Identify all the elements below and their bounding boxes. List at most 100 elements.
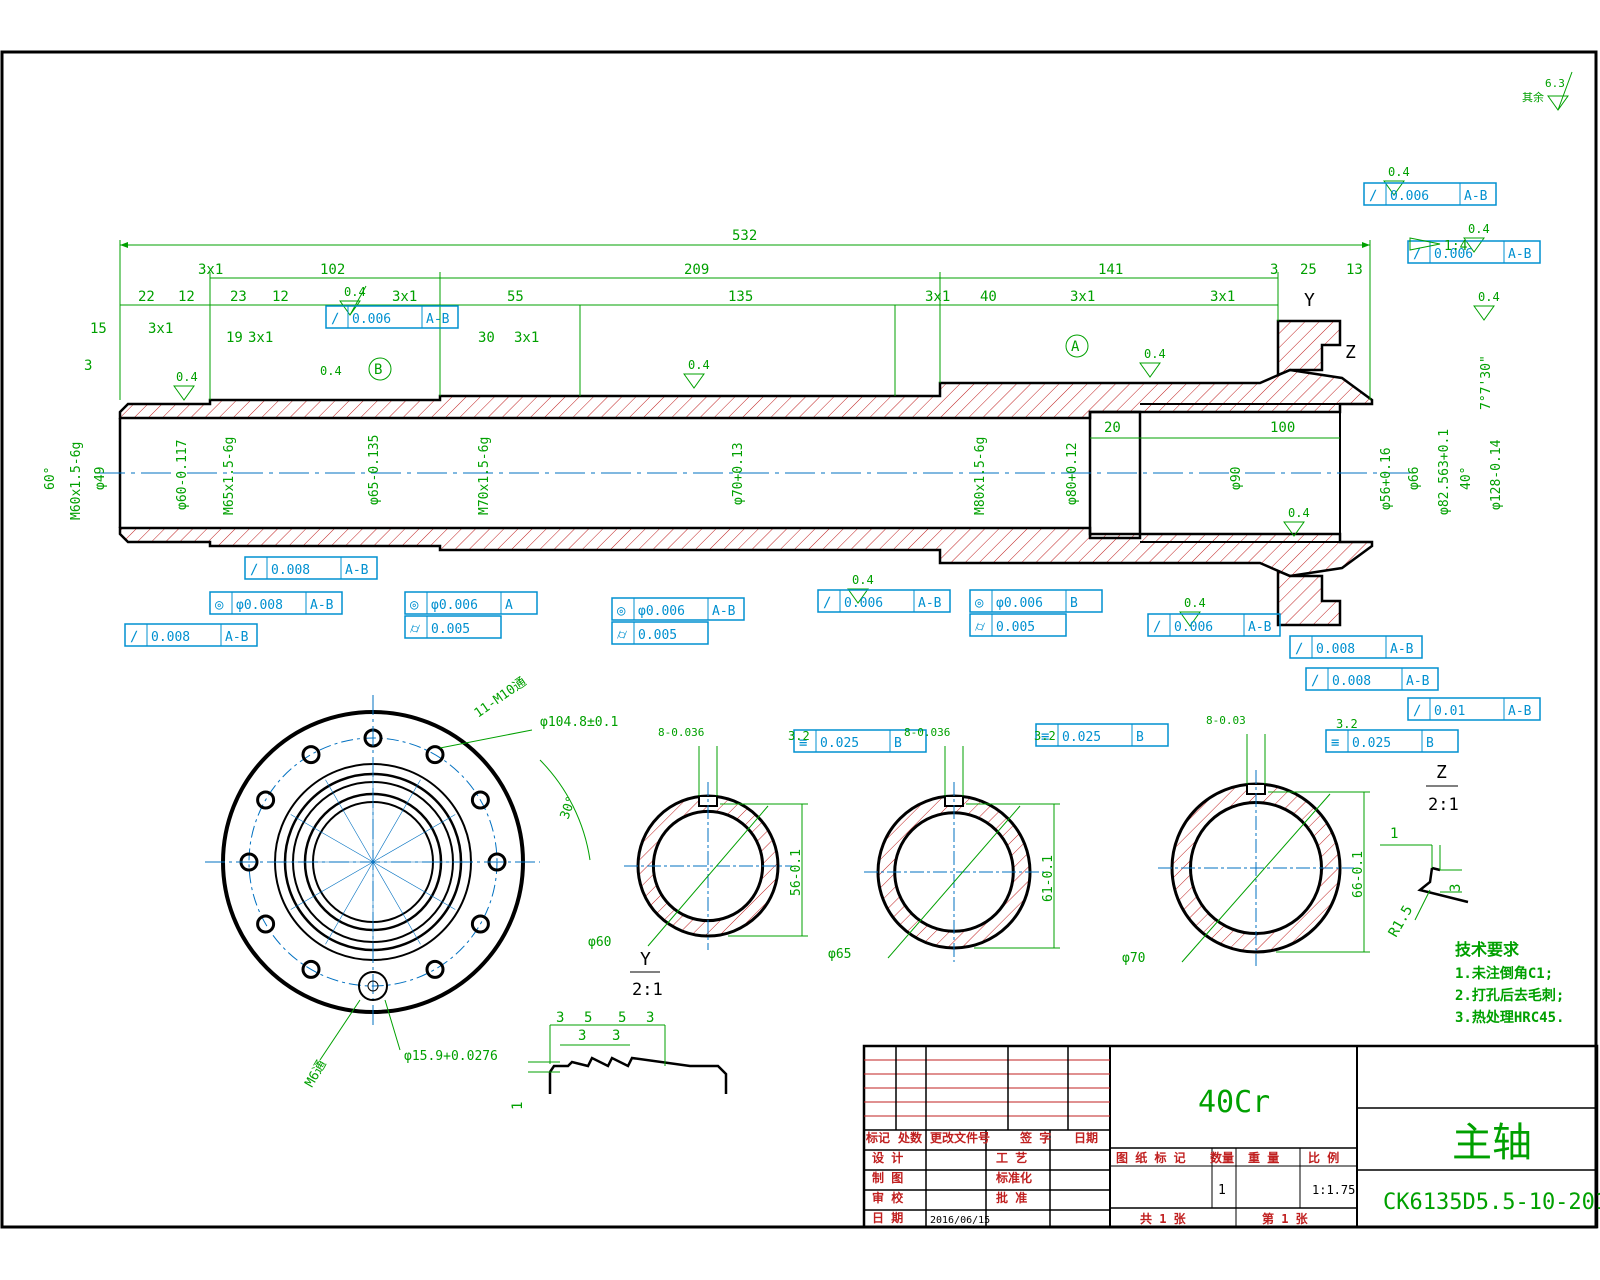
tb-scale-val: 1:1.75 xyxy=(1312,1183,1355,1197)
dim-141: 141 xyxy=(1098,262,1123,278)
tol-datum: B xyxy=(1426,736,1434,751)
dim-d56: φ56+0.16 xyxy=(1379,447,1394,510)
tb-review: 审 校 xyxy=(872,1190,904,1205)
tol-value: 0.008 xyxy=(1332,674,1371,689)
tol-datum: A-B xyxy=(712,604,736,619)
section-dia: φ65 xyxy=(828,947,851,962)
tol-datum: A-B xyxy=(1464,189,1488,204)
dim-102: 102 xyxy=(320,262,345,278)
detail-y: Y 2:1 3 5 5 3 3 3 1 xyxy=(510,949,728,1110)
tol-datum: A-B xyxy=(1406,674,1430,689)
tb-design: 设 计 xyxy=(872,1150,903,1165)
ra-5: 0.4 xyxy=(1144,347,1166,361)
ra-6: 0.4 xyxy=(1288,506,1310,520)
section-roughness: 3.2 xyxy=(788,729,810,743)
dim-a60: 60° xyxy=(43,467,58,490)
end-view: 11-M10通 φ104.8±0.1 30° M6通 φ15.9+0.027 6 xyxy=(205,675,618,1090)
tol-symbol: ∕ xyxy=(823,595,831,611)
tech-item-3: 3.热处理HRC45. xyxy=(1455,1009,1564,1026)
tb-h-mark: 标记 xyxy=(865,1130,890,1145)
tol-datum: B xyxy=(894,736,902,751)
sheet-border xyxy=(0,50,1598,1229)
tb-drafting: 制 图 xyxy=(872,1170,903,1185)
tol-symbol: ∕ xyxy=(1413,246,1421,262)
section-height: 66-0.1 xyxy=(1351,851,1366,898)
detail-z-scale: 2:1 xyxy=(1428,795,1459,815)
section-key: 8-0.03 xyxy=(1206,714,1246,727)
ra-7: 0.4 xyxy=(852,573,874,587)
tol-symbol: ◎ xyxy=(617,603,626,619)
tol-value: 0.005 xyxy=(996,620,1035,635)
tol-symbol: ≡ xyxy=(799,735,807,751)
tb-approve: 批 准 xyxy=(996,1190,1027,1205)
tolerance-frame-t2: ∕ 0.006 A-B xyxy=(1407,240,1541,264)
dim-a7: 7°7'30" xyxy=(1479,355,1494,410)
tol-symbol: ◎ xyxy=(215,597,224,613)
detail-y-1: 1 xyxy=(510,1102,526,1110)
ra-8: 0.4 xyxy=(1184,596,1206,610)
tol-datum: A-B xyxy=(225,630,249,645)
bolt-hole xyxy=(425,959,445,979)
horizontal-dimensions: 532 102 209 141 3x1 3 25 13 22 12 23 12 … xyxy=(84,228,1371,439)
flange-upper xyxy=(1276,319,1342,377)
tol-value: 0.006 xyxy=(1434,247,1473,262)
tol-datum: A-B xyxy=(426,312,450,327)
tol-datum: A-B xyxy=(1248,620,1272,635)
detail-y-3d: 3 xyxy=(612,1028,620,1044)
section-roughness: 3.2 xyxy=(1034,729,1056,743)
dim-20: 20 xyxy=(1104,420,1121,436)
dim-d65: φ65-0.135 xyxy=(367,435,382,505)
tolerance-frame-t13: ∕ 0.008 A-B xyxy=(1305,667,1439,691)
radial-line xyxy=(372,779,421,863)
tol-value: φ0.006 xyxy=(638,604,685,619)
tolerance-frame-t7b: ⌭ 0.005 xyxy=(404,615,502,639)
tol-symbol: ⌭ xyxy=(410,621,420,637)
tech-item-2: 2.打孔后去毛刺; xyxy=(1455,987,1564,1004)
tol-datum: A-B xyxy=(1390,642,1414,657)
dim-3x1-d: 3x1 xyxy=(1070,289,1095,305)
roughness-value: 6.3 xyxy=(1545,77,1565,90)
tb-h-date: 日期 xyxy=(1074,1130,1098,1145)
radial-line xyxy=(372,861,421,945)
tol-value: 0.005 xyxy=(431,622,470,637)
detail-y-3c: 3 xyxy=(578,1028,586,1044)
ra-4: 0.4 xyxy=(688,358,710,372)
dim-d90: φ90 xyxy=(1229,467,1244,490)
detail-y-3b: 3 xyxy=(646,1010,654,1026)
tol-symbol: ∕ xyxy=(1295,641,1303,657)
tol-symbol: ◎ xyxy=(975,595,984,611)
ra-11: 0.4 xyxy=(1478,290,1500,304)
tol-value: 0.01 xyxy=(1434,704,1465,719)
tol-value: 0.006 xyxy=(844,596,883,611)
tb-sheet: 第 1 张 xyxy=(1262,1211,1309,1226)
tol-value: 0.025 xyxy=(820,736,859,751)
tech-requirements: 技术要求 1.未注倒角C1; 2.打孔后去毛刺; 3.热处理HRC45. xyxy=(1455,940,1564,1026)
detail-z-r: R1.5 xyxy=(1386,903,1417,940)
tol-datum: A xyxy=(505,598,513,613)
tolerance-frame-t10b: ⌭0.005 xyxy=(969,613,1067,637)
dim-m60: M60x1.5-6g xyxy=(69,442,84,520)
tol-symbol: ∕ xyxy=(1413,703,1421,719)
tol-datum: A-B xyxy=(1508,247,1532,262)
bolt-hole xyxy=(256,914,276,934)
dim-3x1-b: 3x1 xyxy=(392,289,417,305)
dim-13: 13 xyxy=(1346,262,1363,278)
tb-part-name: 主轴 xyxy=(1452,1120,1532,1166)
tol-symbol: ∕ xyxy=(1311,673,1319,689)
dim-12a: 12 xyxy=(178,289,195,305)
tb-standard: 标准化 xyxy=(995,1170,1032,1185)
tol-value: φ0.006 xyxy=(996,596,1043,611)
tolerance-frame-t8a: ◎ φ0.006 A-B xyxy=(611,597,745,621)
radial-line xyxy=(372,814,456,863)
